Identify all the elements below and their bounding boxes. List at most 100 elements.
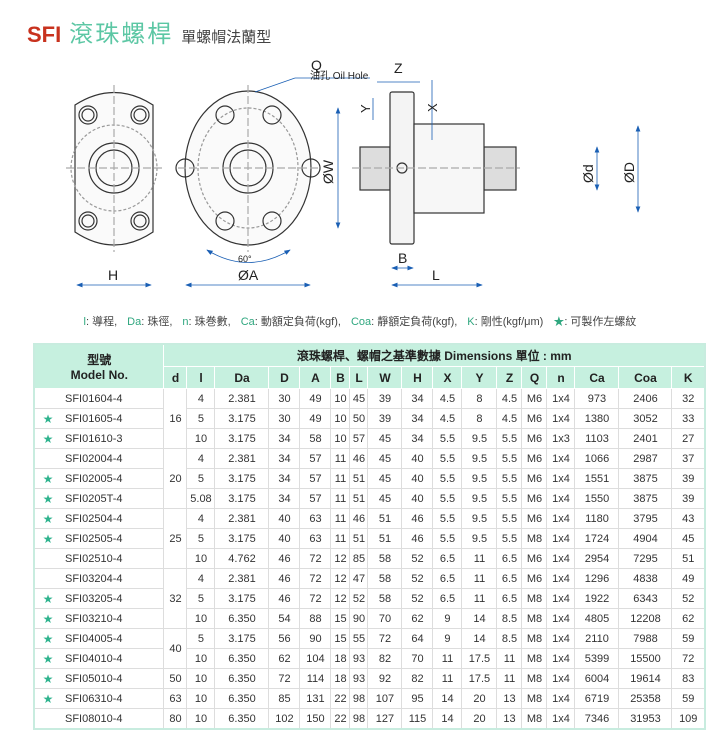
cell-n: 1x4: [546, 388, 576, 409]
legend: l: 導程,Da: 珠徑,n: 珠巻數,Ca: 動額定負荷(kgf),Coa: …: [0, 313, 720, 329]
column-header-k: K: [671, 366, 706, 389]
cell-coa: 7988: [618, 628, 673, 649]
label-a: ØA: [238, 267, 259, 283]
cell-d: 46: [268, 568, 301, 589]
cell-a: 104: [299, 648, 332, 669]
cell-a: 63: [299, 508, 332, 529]
cell-x: 9: [432, 608, 463, 629]
cell-h: 40: [401, 448, 434, 469]
label-x: X: [425, 103, 440, 112]
cell-n: 1x4: [546, 408, 576, 429]
side-view: [352, 91, 520, 245]
cell-l: 5: [186, 408, 216, 429]
cell-y: 9.5: [461, 508, 498, 529]
cell-n: 1x4: [546, 628, 576, 649]
model-number: SFI03204-4: [61, 568, 165, 589]
cell-coa: 6343: [618, 588, 673, 609]
cell-coa: 12208: [618, 608, 673, 629]
cell-h: 46: [401, 528, 434, 549]
cell-q: M6: [521, 388, 548, 409]
cell-y: 11: [461, 548, 498, 569]
cell-x: 14: [432, 688, 463, 709]
cell-w: 70: [367, 608, 403, 629]
cell-d: 80: [163, 708, 188, 730]
cell-y: 8: [461, 388, 498, 409]
cell-n: 1x4: [546, 648, 576, 669]
dimension-lines: [76, 77, 641, 288]
cell-d: 34: [268, 488, 301, 509]
cell-k: 49: [671, 568, 706, 589]
cell-n: 1x4: [546, 548, 576, 569]
cell-da: 3.175: [214, 528, 270, 549]
column-header-l: l: [186, 366, 216, 389]
cell-da: 2.381: [214, 448, 270, 469]
cell-z: 6.5: [496, 548, 523, 569]
cell-q: M6: [521, 488, 548, 509]
cell-l: 4: [186, 448, 216, 469]
cell-x: 5.5: [432, 468, 463, 489]
cell-ca: 2110: [574, 628, 620, 649]
column-header-d: D: [268, 366, 301, 389]
cell-w: 45: [367, 448, 403, 469]
label-angle: 60°: [238, 254, 252, 264]
cell-z: 4.5: [496, 388, 523, 409]
cell-l: 57: [349, 428, 369, 449]
cell-z: 8.5: [496, 608, 523, 629]
cell-coa: 4904: [618, 528, 673, 549]
cell-da: 2.381: [214, 508, 270, 529]
cell-l: 85: [349, 548, 369, 569]
cell-l: 51: [349, 488, 369, 509]
cell-coa: 3052: [618, 408, 673, 429]
cell-h: 115: [401, 708, 434, 730]
cell-d: 62: [268, 648, 301, 669]
cell-da: 3.175: [214, 408, 270, 429]
cell-x: 4.5: [432, 388, 463, 409]
left-thread-star-icon: ★: [33, 628, 61, 649]
cell-da: 2.381: [214, 388, 270, 409]
cell-x: 5.5: [432, 488, 463, 509]
cell-n: 1x4: [546, 488, 576, 509]
cell-q: M8: [521, 528, 548, 549]
cell-h: 82: [401, 668, 434, 689]
column-header-z: Z: [496, 366, 523, 389]
cell-z: 6.5: [496, 568, 523, 589]
cell-h: 62: [401, 608, 434, 629]
column-header-w: W: [367, 366, 403, 389]
cell-b: 15: [330, 628, 351, 649]
cell-d: 34: [268, 428, 301, 449]
model-number: SFI04005-4: [61, 628, 165, 649]
left-thread-star-icon: ★: [33, 468, 61, 489]
left-thread-star-icon: ★: [33, 528, 61, 549]
cell-coa: 3795: [618, 508, 673, 529]
column-header-n: n: [546, 366, 576, 389]
cell-z: 5.5: [496, 428, 523, 449]
label-w: ØW: [320, 159, 336, 184]
cell-k: 62: [671, 608, 706, 629]
legend-key: ★: [553, 316, 565, 328]
cell-da: 6.350: [214, 648, 270, 669]
cell-b: 11: [330, 528, 351, 549]
cell-d: 56: [268, 628, 301, 649]
cell-z: 5.5: [496, 528, 523, 549]
cell-coa: 4838: [618, 568, 673, 589]
cell-b: 18: [330, 668, 351, 689]
cell-x: 11: [432, 648, 463, 669]
cell-n: 1x4: [546, 448, 576, 469]
cell-d: 85: [268, 688, 301, 709]
cell-y: 20: [461, 688, 498, 709]
cell-da: 3.175: [214, 628, 270, 649]
cell-w: 51: [367, 508, 403, 529]
product-subtitle: 單螺帽法蘭型: [181, 29, 272, 46]
cell-ca: 1103: [574, 428, 620, 449]
cell-l: 10: [186, 708, 216, 730]
cell-ca: 4805: [574, 608, 620, 629]
legend-key: l: [83, 316, 86, 328]
cell-n: 1x4: [546, 508, 576, 529]
cell-y: 9.5: [461, 488, 498, 509]
cell-a: 63: [299, 528, 332, 549]
cell-d: 30: [268, 408, 301, 429]
